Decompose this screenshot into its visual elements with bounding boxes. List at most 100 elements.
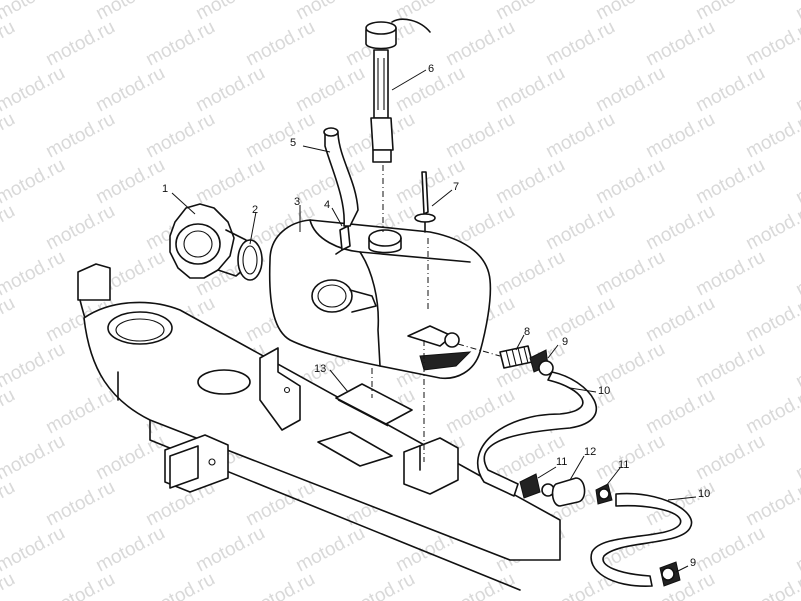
watermark-text: motod.ru bbox=[92, 431, 168, 485]
watermark-text: motod.ru bbox=[42, 109, 118, 163]
drain-fitting bbox=[499, 345, 533, 369]
watermark-text: motod.ru bbox=[42, 17, 118, 71]
watermark-text: motod.ru bbox=[192, 523, 268, 577]
assembly-centerlines bbox=[371, 165, 501, 462]
watermark-text: motod.ru bbox=[642, 17, 718, 71]
watermark-text: motod.ru bbox=[742, 569, 801, 601]
watermark-text: motod.ru bbox=[792, 431, 801, 485]
watermark-text: motod.ru bbox=[0, 109, 19, 163]
watermark-text: motod.ru bbox=[542, 293, 618, 347]
watermark-text: motod.ru bbox=[192, 155, 268, 209]
watermark-text: motod.ru bbox=[342, 569, 418, 601]
callout-p10b: 10 bbox=[698, 488, 710, 500]
callout-p10a: 10 bbox=[598, 385, 610, 397]
watermark-text: motod.ru bbox=[0, 17, 19, 71]
watermark-text: motod.ru bbox=[792, 247, 801, 301]
callout-p3: 3 bbox=[294, 196, 300, 208]
hose-clamp-right bbox=[595, 483, 613, 505]
callout-p12: 12 bbox=[584, 446, 596, 458]
watermark-text: motod.ru bbox=[542, 201, 618, 255]
watermark-text: motod.ru bbox=[142, 109, 218, 163]
hose-clamp-upper bbox=[529, 349, 554, 376]
watermark-text: motod.ru bbox=[492, 155, 568, 209]
watermark-text: motod.ru bbox=[0, 569, 19, 601]
watermark-text: motod.ru bbox=[0, 339, 69, 393]
watermark-text: motod.ru bbox=[192, 63, 268, 117]
callout-p11a: 11 bbox=[556, 456, 567, 468]
watermark-text: motod.ru bbox=[242, 109, 318, 163]
watermark-text: motod.ru bbox=[42, 569, 118, 601]
watermark-text: motod.ru bbox=[692, 247, 768, 301]
watermark-text: motod.ru bbox=[792, 0, 801, 24]
watermark-text: motod.ru bbox=[592, 431, 668, 485]
hose-connector bbox=[551, 477, 586, 507]
watermark-text: motod.ru bbox=[642, 293, 718, 347]
watermark-text: motod.ru bbox=[792, 155, 801, 209]
watermark-text: motod.ru bbox=[642, 385, 718, 439]
frame-crossmember bbox=[77, 263, 561, 591]
watermark-text: motod.ru bbox=[692, 523, 768, 577]
watermark-text: motod.ru bbox=[792, 63, 801, 117]
watermark-text: motod.ru bbox=[692, 339, 768, 393]
callout-p8: 8 bbox=[524, 326, 530, 338]
callout-p9a: 9 bbox=[562, 336, 568, 348]
watermark-text: motod.ru bbox=[642, 109, 718, 163]
callout-p11b: 11 bbox=[618, 459, 629, 471]
callout-p1: 1 bbox=[162, 183, 168, 195]
callout-p4: 4 bbox=[324, 199, 330, 211]
watermark-text: motod.ru bbox=[92, 155, 168, 209]
watermark-text: motod.ru bbox=[0, 155, 69, 209]
watermark-text: motod.ru bbox=[742, 201, 801, 255]
callout-p9b: 9 bbox=[690, 557, 696, 569]
watermark-text: motod.ru bbox=[0, 201, 19, 255]
watermark-text: motod.ru bbox=[542, 109, 618, 163]
watermark-text: motod.ru bbox=[742, 293, 801, 347]
watermark-text: motod.ru bbox=[0, 523, 69, 577]
vent-hose bbox=[323, 127, 359, 227]
watermark-text: motod.ru bbox=[0, 477, 19, 531]
filler-gasket bbox=[237, 239, 263, 281]
watermark-text: motod.ru bbox=[0, 293, 19, 347]
watermark-text: motod.ru bbox=[692, 431, 768, 485]
oil-tank-body bbox=[268, 219, 492, 380]
hose-clamp-lower bbox=[659, 561, 681, 587]
watermark-text: motod.ru bbox=[742, 477, 801, 531]
watermark-text: motod.ru bbox=[0, 431, 69, 485]
watermark-text: motod.ru bbox=[592, 247, 668, 301]
callout-p2: 2 bbox=[252, 204, 258, 216]
watermark-text: motod.ru bbox=[242, 17, 318, 71]
watermark-text: motod.ru bbox=[142, 17, 218, 71]
watermark-text: motod.ru bbox=[692, 155, 768, 209]
callout-p5: 5 bbox=[290, 137, 296, 149]
watermark-text: motod.ru bbox=[0, 247, 69, 301]
watermark-text: motod.ru bbox=[92, 523, 168, 577]
watermark-text: motod.ru bbox=[0, 63, 69, 117]
callout-p6: 6 bbox=[428, 63, 434, 75]
watermark-text: motod.ru bbox=[0, 385, 19, 439]
oil-hose-upper bbox=[477, 371, 597, 497]
watermark-text: motod.ru bbox=[442, 109, 518, 163]
hose-clamp-left bbox=[519, 473, 555, 499]
watermark-text: motod.ru bbox=[592, 63, 668, 117]
dipstick bbox=[365, 18, 431, 163]
watermark-text: motod.ru bbox=[42, 385, 118, 439]
watermark-text: motod.ru bbox=[292, 63, 368, 117]
watermark-text: motod.ru bbox=[42, 201, 118, 255]
watermark-text: motod.ru bbox=[492, 247, 568, 301]
watermark-text: motod.ru bbox=[742, 109, 801, 163]
watermark-text: motod.ru bbox=[492, 63, 568, 117]
callout-leaders bbox=[171, 69, 697, 573]
watermark-text: motod.ru bbox=[242, 569, 318, 601]
watermark-text: motod.ru bbox=[92, 63, 168, 117]
watermark-text: motod.ru bbox=[742, 17, 801, 71]
callout-p13: 13 bbox=[314, 363, 326, 375]
watermark-text: motod.ru bbox=[642, 201, 718, 255]
watermark-text: motod.ru bbox=[142, 569, 218, 601]
watermark-text: motod.ru bbox=[792, 523, 801, 577]
watermark-text: motod.ru bbox=[442, 17, 518, 71]
callout-p7: 7 bbox=[453, 181, 459, 193]
vent-fitting bbox=[335, 225, 351, 255]
mounting-pad bbox=[335, 383, 413, 427]
